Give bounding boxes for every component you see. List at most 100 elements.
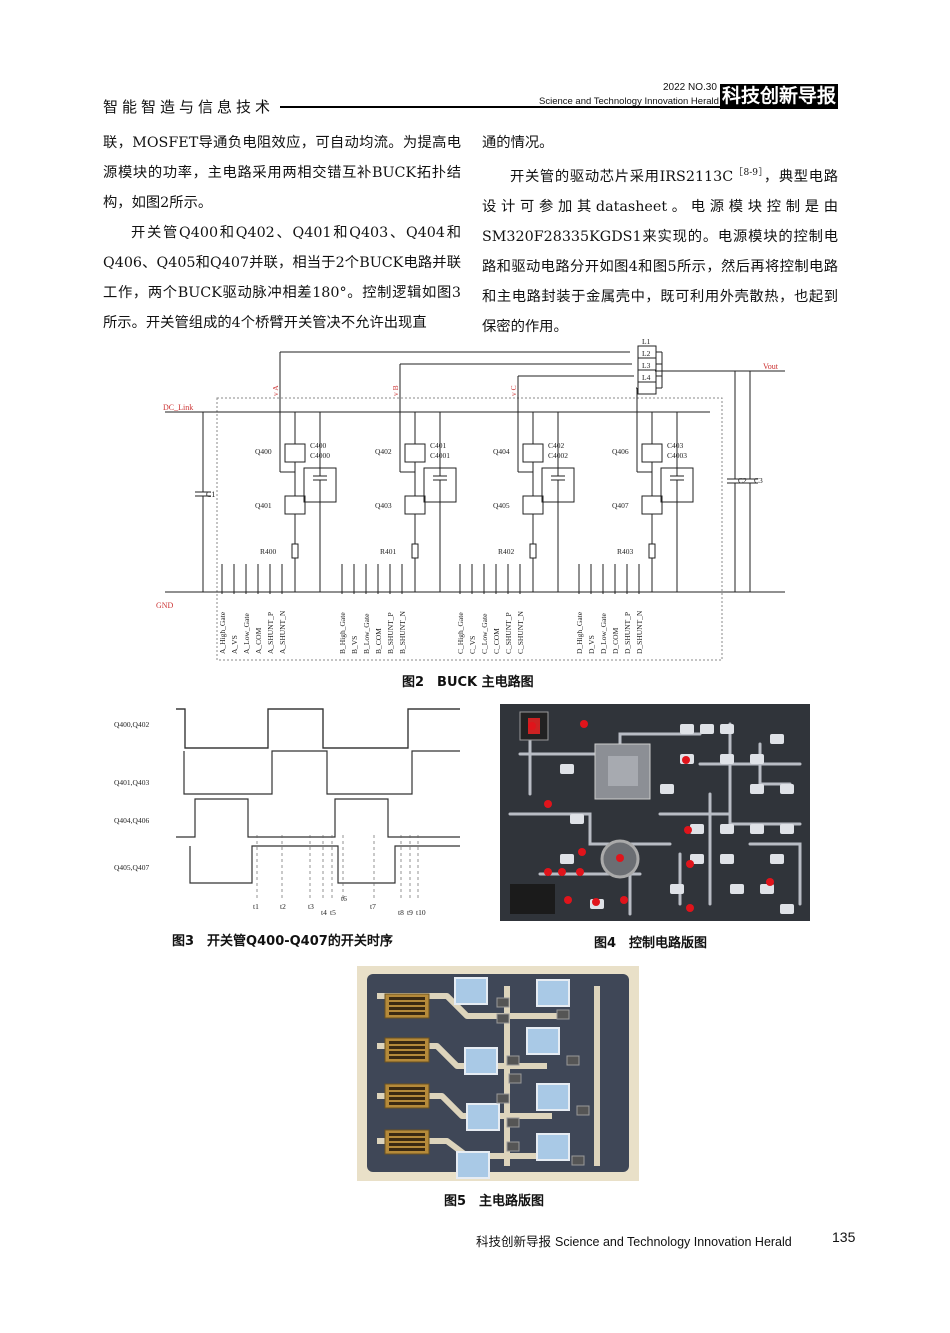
body-column-left: 联，MOSFET导通负电阻效应，可自动均流。为提高电源模块的功率，主电路采用两相… xyxy=(103,128,461,338)
mosfet-lead xyxy=(389,1041,425,1044)
die-pad xyxy=(536,1083,570,1111)
die-pad xyxy=(454,977,488,1005)
pin-label: C_COM xyxy=(492,628,501,654)
mosfet-lead xyxy=(389,1056,425,1059)
cap-label: C402 xyxy=(548,441,565,450)
pcb-pad xyxy=(770,734,784,744)
cap-group-box xyxy=(303,467,337,503)
marker-dot xyxy=(592,898,600,906)
figure-3-caption: 图3 开关管Q400-Q407的开关时序 xyxy=(172,934,393,949)
smd-part xyxy=(496,997,510,1008)
time-label: t10 xyxy=(416,908,426,917)
pin-label: D_High_Gate xyxy=(575,611,584,654)
pin-label: A_SHUNT_N xyxy=(278,610,287,654)
mosfet-lead xyxy=(389,1046,425,1049)
cap-label: C4000 xyxy=(310,451,330,460)
cap-group-box xyxy=(423,467,457,503)
phase-tag: v A xyxy=(271,385,280,396)
phase-tag: v C xyxy=(509,385,518,396)
paragraph: 开关管Q400和Q402、Q401和Q403、Q404和Q406、Q405和Q4… xyxy=(103,225,461,331)
mosfet-high-label: Q406 xyxy=(612,447,629,456)
time-label: t6 xyxy=(341,894,347,903)
mosfet-high-label: Q404 xyxy=(493,447,510,456)
pin-label: A_COM xyxy=(254,627,263,654)
smd-part xyxy=(506,1055,520,1066)
marker-dot xyxy=(564,896,572,904)
citation-ref: ［8-9］ xyxy=(733,168,764,178)
footer-journal-en: Science and Technology Innovation Herald xyxy=(555,1235,792,1249)
cap-label: C4002 xyxy=(548,451,568,460)
figure-5-caption: 图5 主电路版图 xyxy=(444,1194,545,1209)
mosfet-high-symbol xyxy=(641,443,663,463)
shunt-resistor-symbol xyxy=(648,543,656,559)
signal-label: Q404,Q406 xyxy=(114,816,149,825)
resistor-label: R402 xyxy=(498,547,515,556)
pcb-pad xyxy=(750,784,764,794)
time-label: t1 xyxy=(253,902,259,911)
mosfet-lead xyxy=(389,1148,425,1151)
mosfet-lead xyxy=(389,1012,425,1015)
journal-name-en: Science and Technology Innovation Herald xyxy=(539,96,719,107)
pin-label: A_Low_Gate xyxy=(242,613,251,654)
mosfet-lead xyxy=(389,1097,425,1100)
signal-label: Q401,Q403 xyxy=(114,778,149,787)
cap-label: C401 xyxy=(430,441,447,450)
mosfet-lead xyxy=(389,1092,425,1095)
pcb-pad xyxy=(560,764,574,774)
vout-label: Vout xyxy=(763,362,779,371)
mosfet-low-symbol xyxy=(641,495,663,515)
mosfet-lead xyxy=(389,1007,425,1010)
pcb-pad xyxy=(780,904,794,914)
pcb-pad xyxy=(770,854,784,864)
footer-journal-cn: 科技创新导报 xyxy=(476,1234,552,1249)
figure-2-caption: 图2 BUCK 主电路图 xyxy=(402,675,534,690)
time-label: t8 xyxy=(398,908,404,917)
pin-label: D_COM xyxy=(611,627,620,654)
mosfet-lead xyxy=(389,1002,425,1005)
pcb-pad xyxy=(570,814,584,824)
c2-label: C2 xyxy=(738,476,747,485)
mosfet-lead xyxy=(389,1138,425,1141)
c1-label: C1 xyxy=(206,490,215,499)
pin-label: D_Low_Gate xyxy=(599,613,608,654)
cap-label: C403 xyxy=(667,441,684,450)
pin-label: C_VS xyxy=(468,636,477,654)
pcb-pad xyxy=(760,884,774,894)
mosfet-high-symbol xyxy=(284,443,306,463)
paragraph: 通的情况。 xyxy=(482,135,554,151)
pin-label: B_Low_Gate xyxy=(362,613,371,654)
marker-dot xyxy=(766,878,774,886)
smd-part xyxy=(556,1009,570,1020)
time-label: t9 xyxy=(407,908,413,917)
pin-label: C_SHUNT_P xyxy=(504,612,513,654)
mosfet-lead xyxy=(389,997,425,1000)
cap-label: C4001 xyxy=(430,451,450,460)
marker-dot xyxy=(616,854,624,862)
cap-label: C400 xyxy=(310,441,327,450)
main-pcb-photo xyxy=(357,966,639,1181)
inductor-label: L4 xyxy=(642,373,651,382)
mosfet-lead xyxy=(389,1087,425,1090)
waveform xyxy=(176,708,460,749)
body-column-right: 通的情况。 开关管的驱动芯片采用IRS2113C［8-9］，典型电路设计可参加其… xyxy=(482,128,838,342)
smd-part xyxy=(508,1073,522,1084)
inductor-symbol xyxy=(637,381,657,395)
resistor-label: R403 xyxy=(617,547,634,556)
marker-dot xyxy=(682,756,690,764)
mosfet-high-symbol xyxy=(522,443,544,463)
mosfet-low-symbol xyxy=(522,495,544,515)
pin-label: C_SHUNT_N xyxy=(516,610,525,654)
figure-4-caption: 图4 控制电路版图 xyxy=(594,936,708,951)
journal-brand: 科技创新导报 xyxy=(720,84,838,109)
marker-dot xyxy=(558,868,566,876)
resistor-label: R401 xyxy=(380,547,397,556)
time-label: t4 xyxy=(321,908,327,917)
waveform xyxy=(189,845,460,884)
paragraph-text: 开关管的驱动芯片采用IRS2113C xyxy=(510,168,734,185)
paragraph-text: ，典型电路设计可参加其datasheet。电源模块控制是由SM320F28335… xyxy=(482,168,839,335)
signal-label: Q405,Q407 xyxy=(114,863,149,872)
mosfet-low-label: Q403 xyxy=(375,501,392,510)
shunt-resistor-symbol xyxy=(529,543,537,559)
pcb-pad xyxy=(720,854,734,864)
